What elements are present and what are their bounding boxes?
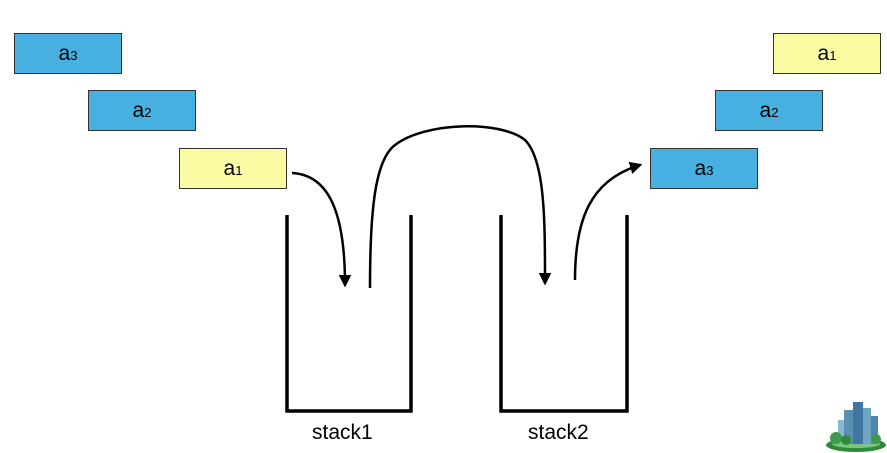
stack2-container xyxy=(499,215,629,413)
pop-arrow-stack2 xyxy=(573,161,643,281)
stack2-label: stack2 xyxy=(528,421,589,444)
transfer-arrow xyxy=(368,125,552,289)
right-box-a3-index: 3 xyxy=(706,163,714,178)
left-box-a1-index: 1 xyxy=(235,163,243,178)
left-box-a2-index: 2 xyxy=(144,105,152,120)
right-box-a3-letter: a xyxy=(694,156,707,180)
left-box-a3-letter: a xyxy=(58,41,71,65)
left-box-a1-letter: a xyxy=(223,156,236,180)
stack1-label: stack1 xyxy=(312,421,373,444)
right-box-a2-index: 2 xyxy=(771,105,779,120)
city-skyline-logo-icon xyxy=(826,402,886,452)
left-box-a3-index: 3 xyxy=(70,48,78,63)
right-box-a1-letter: a xyxy=(817,41,830,65)
stack1-container xyxy=(285,215,413,413)
left-box-a2-letter: a xyxy=(132,98,145,122)
right-box-a1-index: 1 xyxy=(829,48,837,63)
right-box-a2-letter: a xyxy=(759,98,772,122)
push-arrow-stack1 xyxy=(291,171,352,288)
